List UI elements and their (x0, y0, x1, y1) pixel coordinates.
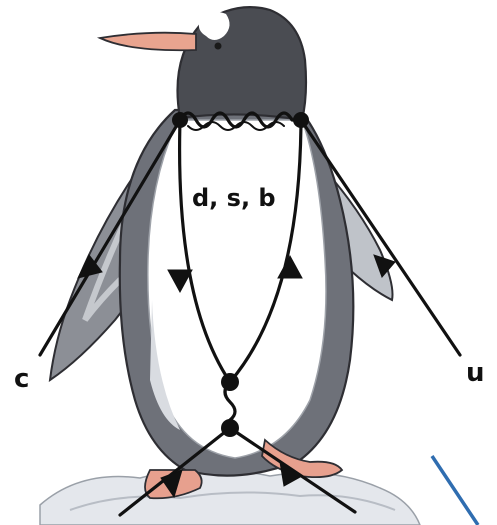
arrow-icon (279, 460, 303, 487)
arrow-icon (160, 469, 183, 499)
w-boson-top (178, 111, 303, 129)
penguin-beak (96, 31, 197, 52)
quark-loop-left (178, 118, 232, 384)
penguin-eye (214, 42, 222, 50)
vertex-top-right (293, 112, 309, 128)
vertex-bottom (221, 419, 239, 437)
line-c-leg (38, 118, 182, 357)
quark-label: d, s, b (192, 184, 276, 212)
arrow-icon (167, 269, 193, 294)
penguin-belly (147, 119, 327, 459)
arrow-icon (77, 254, 103, 279)
vertices (172, 112, 309, 437)
c-label: c (14, 364, 29, 394)
arrow-icon (277, 254, 303, 279)
arrows (77, 254, 396, 499)
u-label: u (466, 358, 485, 388)
feynman-diagram (38, 111, 462, 517)
belly-shading (150, 300, 180, 430)
head-patch-dot (209, 8, 217, 16)
penguin-head (176, 6, 308, 122)
snow-ground-shadow (69, 491, 396, 511)
arrow-icon (373, 254, 396, 278)
vertex-middle (221, 373, 239, 391)
snow-ground (39, 468, 421, 525)
accent-line (430, 455, 480, 525)
head-patch (198, 12, 230, 40)
line-bottom-left (118, 426, 232, 517)
line-u-leg (299, 118, 462, 357)
penguin-illustration (39, 6, 421, 525)
vertex-top-left (172, 112, 188, 128)
w-boson-top-inner (187, 121, 285, 131)
